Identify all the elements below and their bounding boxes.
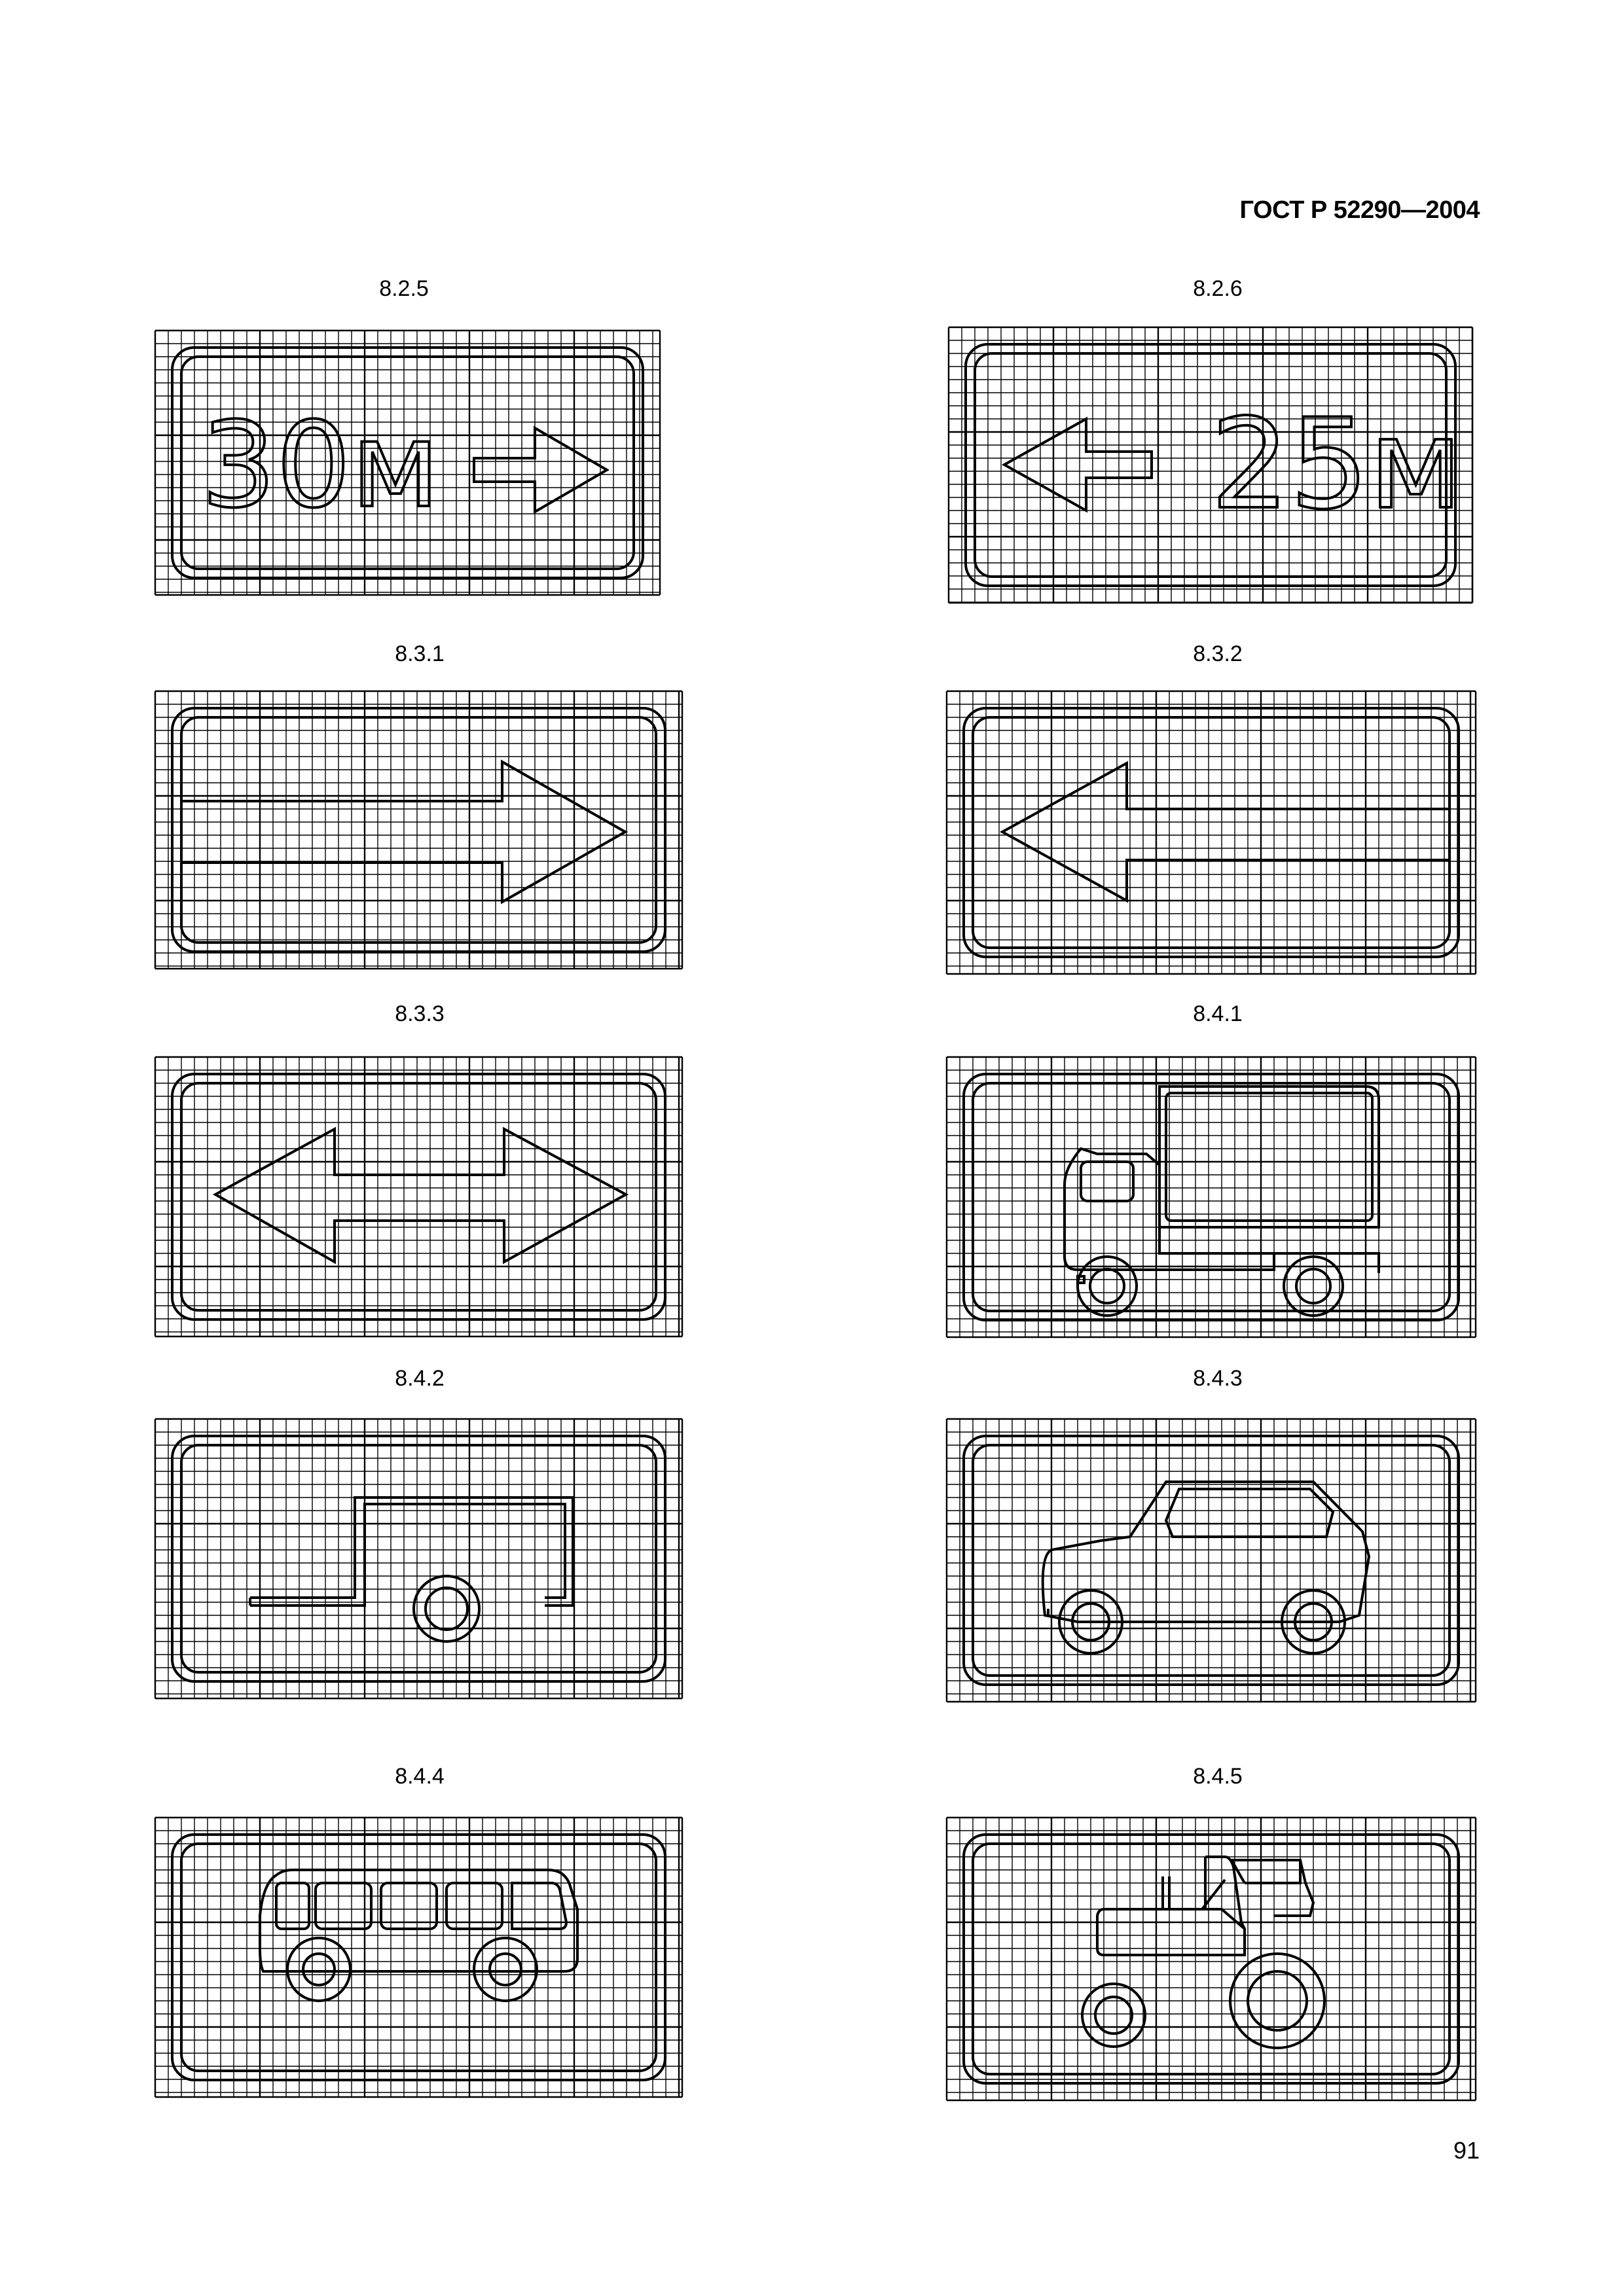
sign-8-2-6-drawing: 25м	[947, 326, 1474, 604]
sign-8-3-2	[945, 690, 1477, 975]
sign-grid	[154, 690, 684, 970]
arrow-left-icon	[1001, 416, 1153, 513]
sign-8-4-5	[945, 1816, 1477, 2102]
sign-8-3-3-drawing	[154, 1056, 684, 1338]
sign-8-4-5-drawing	[945, 1816, 1477, 2102]
sign-8-3-3	[154, 1056, 684, 1338]
sign-grid	[154, 1056, 684, 1338]
sign-8-2-5: 30м	[154, 329, 661, 596]
sign-8-4-3-drawing	[945, 1418, 1477, 1703]
sign-8-2-6: 25м	[947, 326, 1474, 604]
distance-text: 30м	[201, 397, 440, 534]
sign-8-3-2-drawing	[945, 690, 1477, 975]
sign-label-8-4-5: 8.4.5	[1193, 1764, 1243, 1789]
sign-8-3-1-drawing	[154, 690, 684, 970]
arrow-right-icon	[473, 425, 610, 514]
sign-grid	[945, 1418, 1477, 1703]
truck-icon	[1063, 1085, 1380, 1317]
sign-border	[171, 1073, 666, 1321]
sign-border	[964, 343, 1457, 587]
sign-grid	[154, 1418, 684, 1700]
sign-label-8-4-1: 8.4.1	[1193, 1001, 1243, 1026]
sign-grid	[154, 1816, 684, 2098]
arrow-right-icon	[181, 759, 629, 905]
tractor-icon	[1081, 1856, 1326, 2049]
page-number: 91	[1453, 2137, 1480, 2164]
bus-icon	[259, 1869, 579, 2002]
sign-grid	[945, 690, 1477, 975]
sign-border	[962, 1833, 1460, 2085]
sign-border	[962, 707, 1460, 958]
sign-grid	[945, 1816, 1477, 2102]
sign-8-4-2	[154, 1418, 684, 1700]
sign-8-4-4	[154, 1816, 684, 2098]
sign-8-3-1	[154, 690, 684, 970]
sign-border	[171, 346, 644, 579]
sign-label-8-2-6: 8.2.6	[1193, 276, 1243, 301]
sign-border	[962, 1073, 1460, 1321]
sign-8-2-5-drawing: 30м	[154, 329, 661, 596]
trailer-icon	[249, 1496, 574, 1643]
distance-text: 25м	[1211, 392, 1463, 537]
sign-label-8-3-1: 8.3.1	[395, 641, 445, 666]
arrow-left-icon	[999, 761, 1450, 903]
sign-grid	[945, 1056, 1477, 1338]
sign-8-4-4-drawing	[154, 1816, 684, 2098]
document-header: ГОСТ Р 52290—2004	[1239, 196, 1480, 224]
sign-label-8-2-5: 8.2.5	[379, 276, 429, 301]
sign-label-8-4-4: 8.4.4	[395, 1764, 445, 1789]
sign-border	[171, 707, 666, 953]
sign-8-4-2-drawing	[154, 1418, 684, 1700]
arrow-both-icon	[212, 1126, 629, 1265]
sign-label-8-3-2: 8.3.2	[1193, 641, 1243, 666]
sign-label-8-4-3: 8.4.3	[1193, 1366, 1243, 1391]
sign-grid	[154, 329, 661, 596]
sign-border	[171, 1435, 666, 1683]
sign-grid	[947, 326, 1474, 604]
sign-8-4-3	[945, 1418, 1477, 1703]
sign-border	[171, 1833, 666, 2081]
sign-8-4-1-drawing	[945, 1056, 1477, 1338]
sign-label-8-4-2: 8.4.2	[395, 1366, 445, 1391]
sign-8-4-1	[945, 1056, 1477, 1338]
sign-border	[962, 1435, 1460, 1686]
sign-label-8-3-3: 8.3.3	[395, 1001, 445, 1026]
car-icon	[1041, 1480, 1371, 1655]
